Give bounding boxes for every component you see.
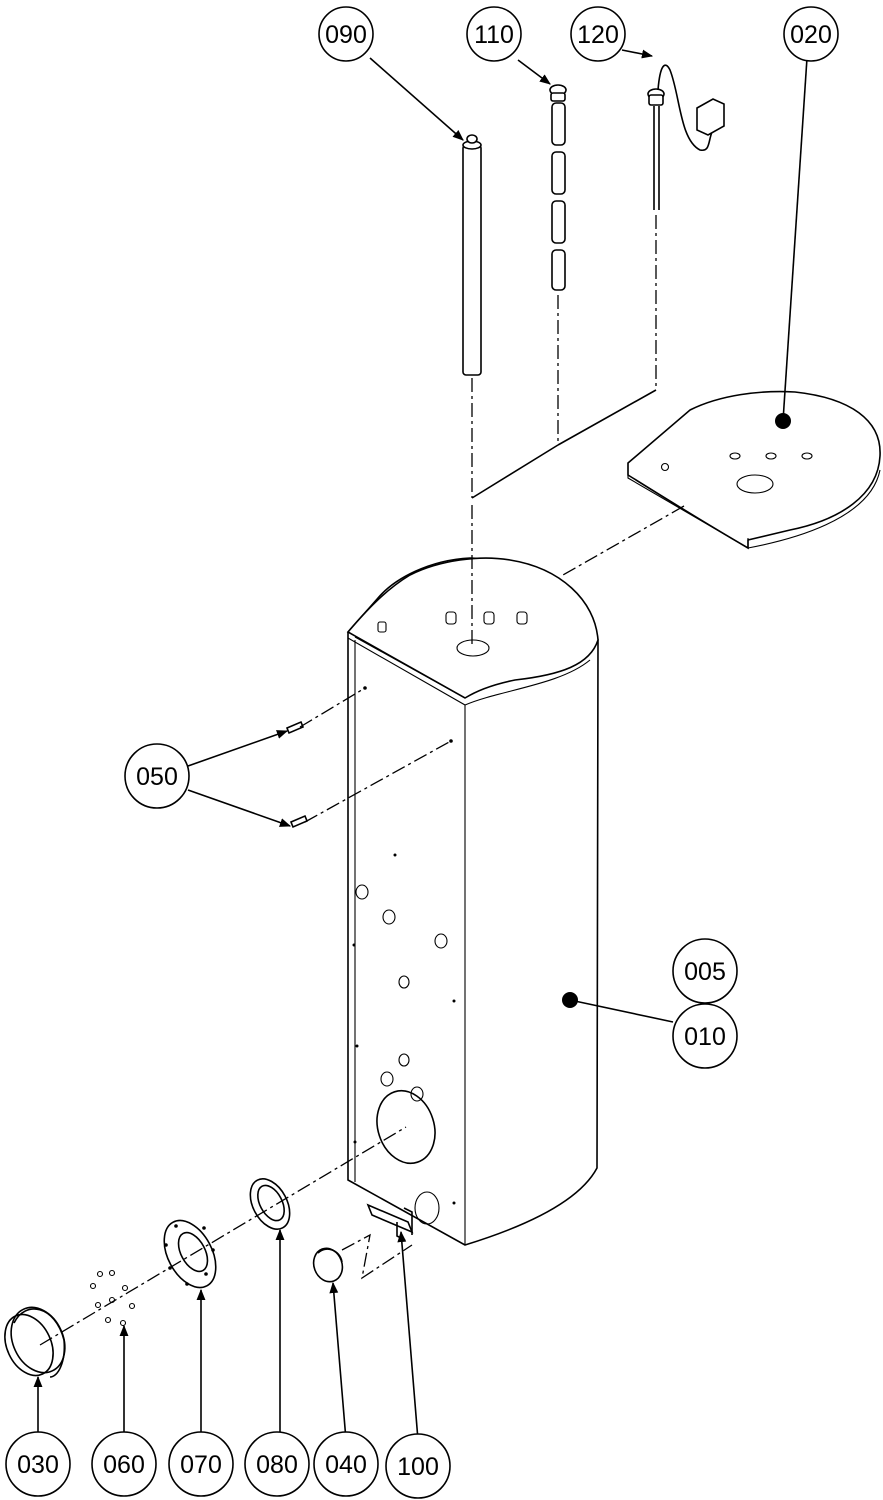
leader-lines [33,49,808,1441]
link-chain-part [549,84,567,291]
callout-050: 050 [124,743,190,809]
bracket-part [366,1203,414,1241]
callout-040: 040 [313,1431,379,1497]
plug-part [312,1247,344,1283]
assembly-lines [39,215,685,1346]
sensor-part [647,64,725,210]
svg-text:080: 080 [256,1451,298,1479]
svg-text:100: 100 [397,1453,439,1481]
callout-005: 005 [672,938,738,1004]
callout-080: 080 [244,1431,310,1497]
svg-text:040: 040 [325,1451,367,1479]
top-lid-part [627,390,881,550]
svg-text:060: 060 [103,1451,145,1479]
callout-balloons: 090 110 120 020 050 005 010 030 [5,6,839,1499]
svg-text:110: 110 [474,21,514,49]
callout-010: 010 [672,1003,738,1069]
callout-060: 060 [91,1431,157,1497]
end-cap-part [4,1306,66,1378]
svg-text:020: 020 [790,21,832,49]
svg-text:005: 005 [684,958,726,986]
svg-text:010: 010 [684,1023,726,1051]
callout-030: 030 [5,1431,71,1497]
svg-text:050: 050 [136,763,178,791]
small-screws-part [89,1269,136,1327]
callout-120: 120 [570,6,626,62]
svg-text:090: 090 [325,21,367,49]
svg-text:070: 070 [180,1451,222,1479]
cabinet-body [346,557,599,1246]
svg-text:030: 030 [17,1451,59,1479]
callout-100: 100 [385,1433,451,1499]
callout-090: 090 [318,6,374,62]
rod-part [462,134,482,376]
callout-110: 110 [466,6,522,62]
svg-text:120: 120 [577,21,619,49]
flange-part [163,1219,217,1289]
screw-set-050 [285,720,309,829]
callout-070: 070 [168,1431,234,1497]
callout-020: 020 [783,6,839,62]
gasket-part [249,1178,291,1230]
